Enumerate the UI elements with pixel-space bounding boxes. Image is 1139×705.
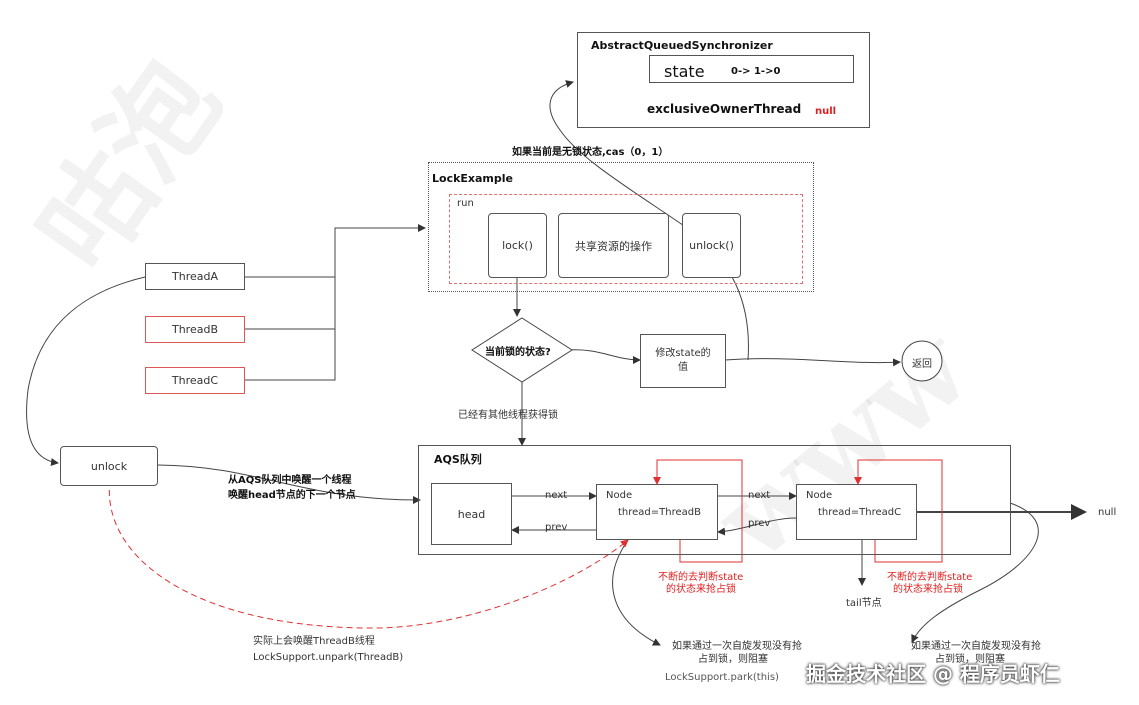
edge-threads-to-lockexample	[245, 224, 426, 278]
unpark-curve	[108, 479, 629, 629]
thread-c: ThreadC	[145, 367, 245, 394]
spin-loop-node2	[854, 459, 943, 563]
modify-state-box: 修改state的值	[640, 334, 726, 388]
edge-cas-to-aqs	[549, 80, 749, 361]
state-change: 0-> 1->0	[731, 66, 781, 77]
spin-loop-node1	[653, 459, 743, 563]
edge-threadb	[245, 277, 336, 330]
next-label-2: next	[748, 490, 771, 501]
wake-note-line2: 唤醒head节点的下一个节点	[228, 490, 356, 501]
return-label: 返回	[912, 359, 932, 370]
head-node: head	[431, 483, 512, 545]
edge-node1-to-block	[612, 539, 661, 646]
spin-note-1-line2: 的状态来抢占锁	[666, 584, 736, 595]
spin-note-2-line2: 的状态来抢占锁	[893, 584, 963, 595]
thread-b: ThreadB	[145, 316, 245, 343]
block-note-1-line2: 占到锁，则阻塞	[698, 654, 768, 665]
state-label: state	[664, 62, 705, 81]
return-circle	[901, 340, 943, 382]
credit-text: 掘金技术社区 @ 程序员虾仁	[806, 662, 1060, 686]
tail-label: tail节点	[846, 598, 882, 609]
prev-label-1: prev	[545, 522, 568, 533]
aqs-queue-title: AQS队列	[434, 453, 482, 466]
shared-resource: 共享资源的操作	[558, 213, 669, 278]
node-threadc-title: Node	[806, 490, 833, 501]
edge-modify-to-return	[724, 358, 901, 367]
decision-diamond	[471, 317, 573, 383]
prev-label-2: prev	[748, 518, 771, 529]
unpark-note-line1: 实际上会唤醒ThreadB线程	[253, 636, 375, 647]
node-threadb-title: Node	[606, 490, 633, 501]
thread-a: ThreadA	[145, 263, 245, 290]
unpark-note-line2: LockSupport.unpark(ThreadB)	[253, 652, 404, 663]
lock-method: lock()	[488, 213, 547, 278]
spin-note-2-line1: 不断的去判断state	[887, 572, 973, 583]
lockexample-box	[428, 162, 814, 292]
acquired-note: 已经有其他线程获得锁	[458, 410, 558, 421]
run-box	[449, 194, 803, 284]
run-label: run	[457, 198, 474, 209]
wake-note-line1: 从AQS队列中唤醒一个线程	[228, 475, 352, 486]
decision-label: 当前锁的状态?	[485, 347, 551, 358]
null-label: null	[1098, 507, 1117, 518]
edge-threadc	[245, 329, 336, 381]
park-call: LockSupport.park(this)	[665, 672, 779, 683]
spin-note-1-line1: 不断的去判断state	[658, 572, 744, 583]
aqs-queue-box	[418, 445, 1011, 555]
edge-decision-to-modify	[567, 349, 641, 364]
edge-node2-to-block	[911, 502, 1039, 643]
aqs-title: AbstractQueuedSynchronizer	[591, 39, 773, 52]
block-note-2-line2: 占到锁，则阻塞	[935, 654, 1005, 665]
block-note-2-line1: 如果通过一次自旋发现没有抢	[911, 641, 1041, 652]
state-box	[649, 55, 854, 83]
node-threadb-thread: thread=ThreadB	[618, 507, 701, 518]
unlock-box: unlock	[60, 446, 158, 486]
node-threadc-thread: thread=ThreadC	[818, 507, 902, 518]
edge-threada-to-unlock	[26, 276, 146, 467]
next-label-1: next	[545, 490, 568, 501]
lockexample-title: LockExample	[432, 172, 514, 185]
node-threadb: Node thread=ThreadB	[596, 484, 718, 540]
modify-state-label: 修改state的值	[655, 348, 711, 373]
edge-unlock-to-queue	[157, 464, 421, 504]
block-note-1-line1: 如果通过一次自旋发现没有抢	[672, 641, 802, 652]
owner-label: exclusiveOwnerThread	[647, 102, 802, 116]
unlock-method: unlock()	[682, 213, 741, 278]
cas-note: 如果当前是无锁状态,cas（0，1）	[512, 147, 669, 158]
owner-value: null	[815, 106, 837, 117]
node-threadc: Node thread=ThreadC	[796, 484, 917, 540]
edge-prev-2	[717, 517, 797, 536]
